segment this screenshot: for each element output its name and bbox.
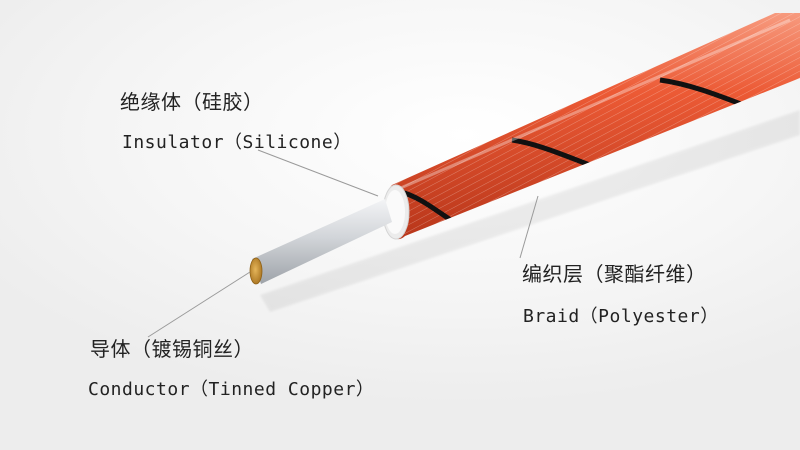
insulator-label-en: Insulator（Silicone） <box>122 132 352 153</box>
copper-tip <box>249 257 263 285</box>
conductor-wire <box>249 199 392 285</box>
braid-label-en: Braid（Polyester） <box>523 306 719 327</box>
cable-shadow <box>260 110 800 312</box>
conductor-leader-line <box>147 271 251 338</box>
insulator-label-zh: 绝缘体（硅胶） <box>120 90 264 114</box>
insulator-leader-line <box>257 149 379 197</box>
braid-label-zh: 编织层（聚酯纤维） <box>522 262 707 286</box>
conductor-label-zh: 导体（镀锡铜丝） <box>90 337 254 361</box>
braid-layer <box>384 13 800 240</box>
conductor-label-en: Conductor（Tinned Copper） <box>88 379 375 400</box>
insulator-layer <box>382 184 410 240</box>
braid-leader-line <box>519 195 539 259</box>
